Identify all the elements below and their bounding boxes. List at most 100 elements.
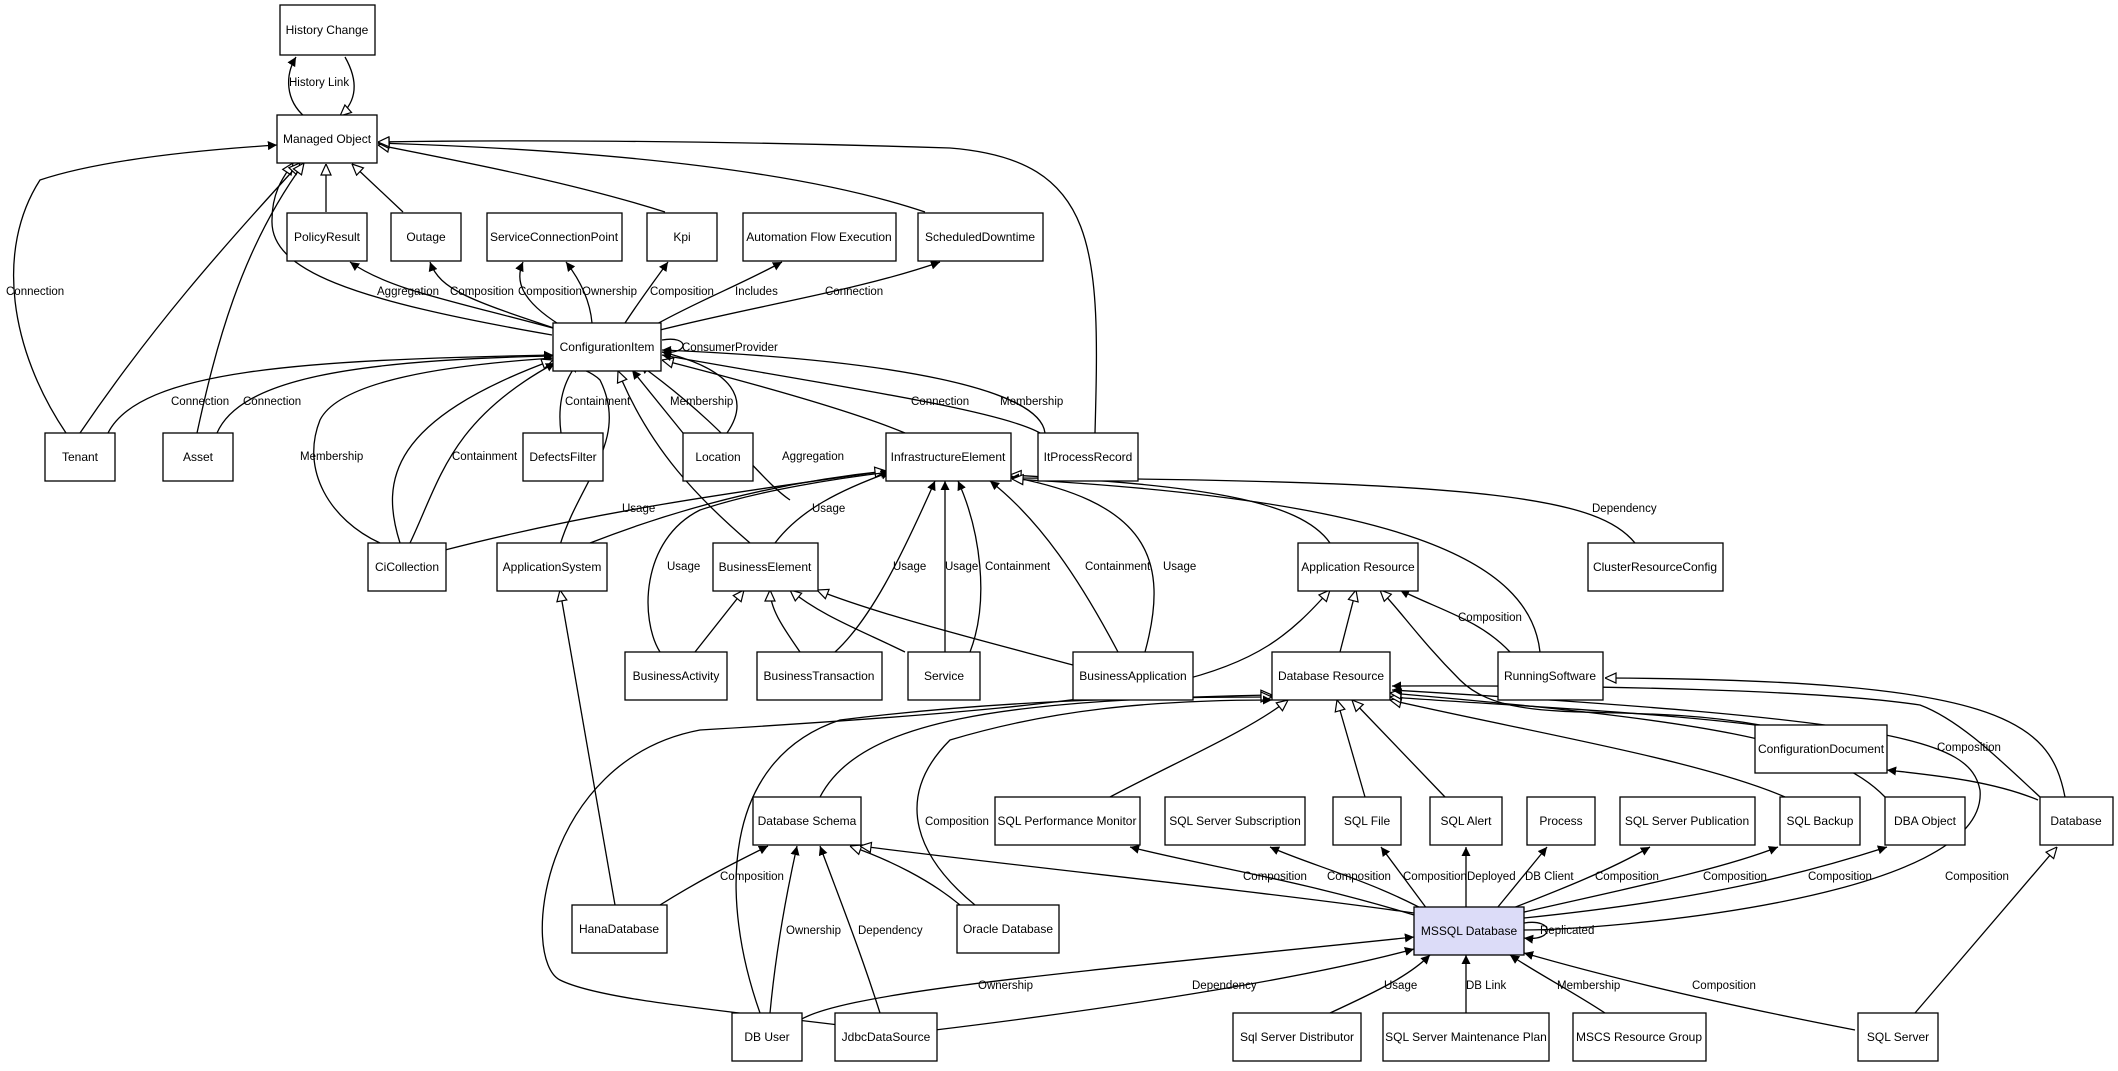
edge-label-appsystem-aggregation: Aggregation	[782, 451, 844, 463]
node-label: Automation Flow Execution	[746, 230, 891, 244]
edge-label-ci-includes: Includes	[735, 286, 778, 298]
node-configuration-item[interactable]: ConfigurationItem	[552, 322, 662, 372]
node-label: Service	[924, 669, 964, 683]
node-scheduled-downtime[interactable]: ScheduledDowntime	[917, 212, 1044, 262]
node-sql-backup[interactable]: SQL Backup	[1779, 796, 1861, 846]
node-label: InfrastructureElement	[891, 450, 1006, 464]
node-configuration-document[interactable]: ConfigurationDocument	[1754, 724, 1888, 774]
node-business-element[interactable]: BusinessElement	[712, 542, 819, 592]
edge-label-tenant-connection-ci: Connection	[171, 396, 229, 408]
node-hana-database[interactable]: HanaDatabase	[571, 904, 668, 954]
node-label: HanaDatabase	[579, 922, 659, 936]
node-label: Database Schema	[758, 814, 857, 828]
edge-label-mssql-comp-sub: Composition	[1327, 871, 1391, 883]
node-mscs-resource-group[interactable]: MSCS Resource Group	[1572, 1012, 1707, 1062]
node-database-schema[interactable]: Database Schema	[752, 796, 862, 846]
edge-businessapp-usage-infra: Usage	[999, 472, 1196, 653]
edge-label-consumer-provider: ConsumerProvider	[682, 342, 778, 354]
edge-label-businesselement-usage: Usage	[812, 503, 845, 515]
edge-infra-inherits-ci	[662, 360, 906, 434]
node-label: CiCollection	[375, 560, 439, 574]
node-it-process-record[interactable]: ItProcessRecord	[1037, 432, 1139, 482]
node-jdbc-data-source[interactable]: JdbcDataSource	[834, 1012, 938, 1062]
node-managed-object[interactable]: Managed Object	[276, 114, 378, 164]
edge-label-ci-ownership: Ownership	[582, 286, 637, 298]
edge-label-service-containment: Containment	[985, 561, 1051, 573]
node-kpi[interactable]: Kpi	[646, 212, 718, 262]
node-dba-object[interactable]: DBA Object	[1884, 796, 1966, 846]
node-sql-server-maintenance-plan[interactable]: SQL Server Maintenance Plan	[1382, 1012, 1550, 1062]
node-outage[interactable]: Outage	[390, 212, 462, 262]
node-history-change[interactable]: History Change	[279, 4, 376, 56]
edge-label-mscs-membership: Membership	[1557, 980, 1620, 992]
node-sql-alert[interactable]: SQL Alert	[1429, 796, 1503, 846]
edge-businesstransaction-usage-infra: Usage	[834, 480, 936, 653]
edge-businessactivity-inherits-be	[694, 590, 744, 653]
node-ci-collection[interactable]: CiCollection	[367, 542, 447, 592]
node-label: DB User	[744, 1030, 789, 1044]
node-infrastructure-element[interactable]: InfrastructureElement	[885, 432, 1012, 482]
node-sql-server-publication[interactable]: SQL Server Publication	[1619, 796, 1756, 846]
edge-mssql-inherits-schema	[860, 846, 1415, 914]
node-database-resource[interactable]: Database Resource	[1271, 651, 1391, 701]
node-label: SQL File	[1344, 814, 1391, 828]
edge-jdbc-dependency-schema: Dependency	[818, 845, 923, 1014]
node-sql-file[interactable]: SQL File	[1332, 796, 1402, 846]
node-label: Application Resource	[1301, 560, 1415, 574]
node-automation-flow-execution[interactable]: Automation Flow Execution	[742, 212, 897, 262]
node-service-connection-point[interactable]: ServiceConnectionPoint	[486, 212, 623, 262]
node-asset[interactable]: Asset	[162, 432, 234, 482]
edge-jdbc-dependency-mssql: Dependency	[934, 946, 1415, 1031]
edge-database-inherits-runningsoftware	[1605, 678, 2066, 798]
node-cluster-resource-config[interactable]: ClusterResourceConfig	[1587, 542, 1724, 592]
edge-itprocessrecord-connection-ci: Connection	[661, 352, 1041, 434]
edge-maintplan-dblink-mssql: DB Link	[1461, 955, 1507, 1013]
node-process[interactable]: Process	[1526, 796, 1596, 846]
node-sql-server-subscription[interactable]: SQL Server Subscription	[1164, 796, 1306, 846]
node-application-resource[interactable]: Application Resource	[1297, 542, 1419, 592]
node-label: Location	[695, 450, 740, 464]
node-database[interactable]: Database	[2039, 796, 2114, 846]
node-oracle-database[interactable]: Oracle Database	[956, 904, 1060, 954]
edge-defectsfilter-containment-ci: Containment	[559, 362, 631, 434]
node-running-software[interactable]: RunningSoftware	[1497, 651, 1604, 701]
edge-label-ci-composition-outage: Composition	[450, 286, 514, 298]
node-location[interactable]: Location	[682, 432, 754, 482]
node-service[interactable]: Service	[907, 651, 981, 701]
node-db-user[interactable]: DB User	[731, 1012, 803, 1062]
edge-label-cluster-dependency: Dependency	[1592, 503, 1657, 515]
edge-itprocessrecord-inherits	[378, 141, 1098, 434]
node-label: SQL Performance Monitor	[998, 814, 1137, 828]
edge-label-cicollection-containment: Containment	[452, 451, 518, 463]
node-business-activity[interactable]: BusinessActivity	[624, 651, 728, 701]
edge-runningsoftware-composition-appresource: Composition	[1399, 589, 1522, 653]
edge-mscs-membership-mssql: Membership	[1509, 954, 1620, 1014]
edge-distributor-usage-mssql: Usage	[1329, 954, 1431, 1014]
edge-label-rs-composition: Composition	[1458, 612, 1522, 624]
edge-label-mssql-replicated: Replicated	[1540, 925, 1594, 937]
edge-ci-ownership-scp: Ownership	[565, 261, 637, 324]
node-label: DefectsFilter	[529, 450, 596, 464]
node-application-system[interactable]: ApplicationSystem	[496, 542, 608, 592]
node-mssql-database[interactable]: MSSQL Database	[1413, 906, 1525, 956]
node-label: Sql Server Distributor	[1240, 1030, 1354, 1044]
edge-sqlperf-inherits-dbresource	[1109, 700, 1288, 798]
edge-cicollection-inherits-ci	[391, 360, 553, 544]
edge-outage-inherits	[352, 164, 404, 213]
edge-label-itprocess-connection: Connection	[911, 396, 969, 408]
node-business-application[interactable]: BusinessApplication	[1072, 651, 1194, 701]
edge-hana-composition-schema: Composition	[659, 845, 784, 906]
node-policy-result[interactable]: PolicyResult	[286, 212, 368, 262]
node-label: ApplicationSystem	[503, 560, 602, 574]
node-sql-server[interactable]: SQL Server	[1857, 1012, 1939, 1062]
node-business-transaction[interactable]: BusinessTransaction	[756, 651, 883, 701]
edge-label-maint-dblink: DB Link	[1466, 980, 1507, 992]
node-label: ScheduledDowntime	[925, 230, 1035, 244]
node-sql-performance-monitor[interactable]: SQL Performance Monitor	[994, 796, 1141, 846]
node-defects-filter[interactable]: DefectsFilter	[522, 432, 604, 482]
node-label: MSCS Resource Group	[1576, 1030, 1702, 1044]
node-tenant[interactable]: Tenant	[44, 432, 116, 482]
edge-label-mssql-comp-file: Composition	[1403, 871, 1467, 883]
node-sql-server-distributor[interactable]: Sql Server Distributor	[1232, 1012, 1362, 1062]
edge-cicollection-membership-ci: Membership	[300, 354, 554, 544]
